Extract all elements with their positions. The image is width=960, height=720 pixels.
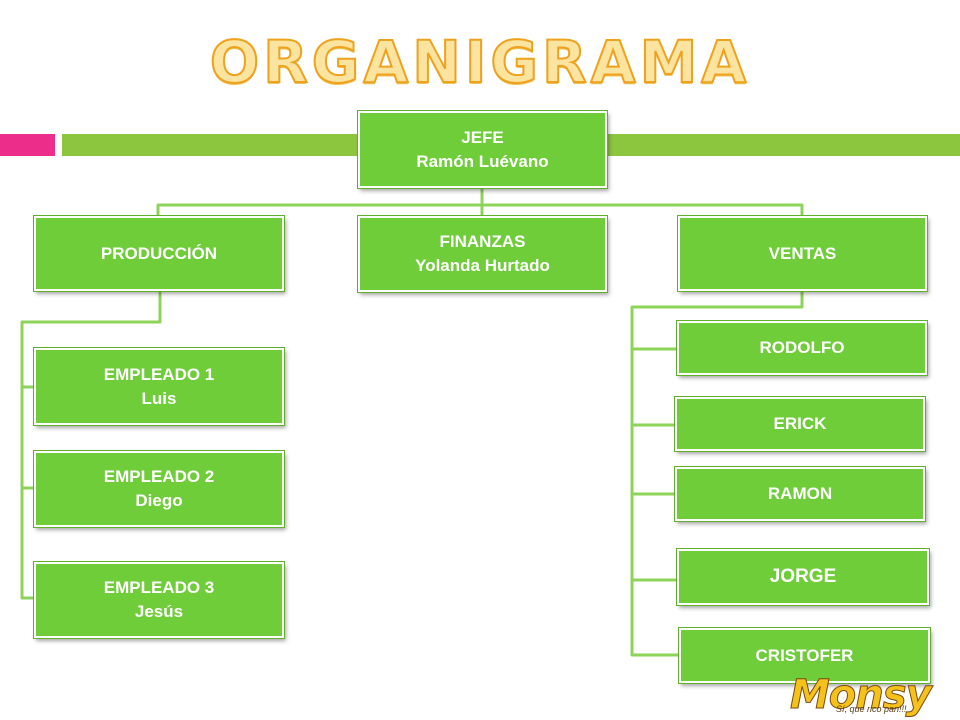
finanzas-role: FINANZAS [439, 232, 526, 251]
ventas-member-name: RODOLFO [759, 338, 845, 357]
employee-name: Diego [135, 491, 183, 510]
connector-boss-branch [156, 188, 804, 216]
ventas-member-box: RAMON [675, 467, 925, 521]
ventas-box: VENTAS [678, 216, 927, 291]
employee-box-3: EMPLEADO 3 Jesús [34, 562, 284, 638]
employee-role: EMPLEADO 2 [103, 467, 215, 486]
logo-word: Monsy [790, 672, 933, 719]
employee-role: EMPLEADO 1 [103, 364, 215, 384]
produccion-box: PRODUCCIÓN [34, 216, 284, 291]
connector-ventas [630, 290, 804, 657]
produccion-label: PRODUCCIÓN [100, 243, 218, 263]
employee-name: Jesús [134, 602, 184, 621]
accent-bar-pink [0, 134, 55, 156]
boss-role: JEFE [461, 127, 504, 147]
brand-logo: Monsy Sí, que rico pan!!! [790, 672, 960, 720]
finanzas-box: FINANZAS Yolanda Hurtado [358, 216, 607, 292]
employee-role: EMPLEADO 3 [103, 578, 215, 597]
boss-box: JEFE Ramón Luévano [358, 111, 607, 188]
finanzas-name: Yolanda Hurtado [415, 256, 550, 275]
ventas-member-name: RAMON [767, 484, 833, 503]
ventas-member-name: CRISTOFER [755, 645, 854, 665]
logo-tagline: Sí, que rico pan!!! [836, 704, 907, 714]
ventas-member-name: ERICK [773, 414, 827, 433]
ventas-member-name: JORGE [769, 566, 837, 587]
employee-name: Luis [141, 388, 177, 408]
ventas-member-box: RODOLFO [677, 321, 927, 375]
ventas-member-box: ERICK [675, 397, 925, 451]
boss-name: Ramón Luévano [416, 151, 549, 171]
ventas-member-box: CRISTOFER [679, 628, 930, 683]
connector-produccion [20, 290, 162, 600]
employee-box-1: EMPLEADO 1 Luis [34, 348, 284, 425]
ventas-label: VENTAS [768, 243, 837, 263]
ventas-member-box: JORGE [677, 549, 929, 605]
employee-box-2: EMPLEADO 2 Diego [34, 451, 284, 527]
page-title: ORGANIGRAMA [209, 27, 751, 97]
